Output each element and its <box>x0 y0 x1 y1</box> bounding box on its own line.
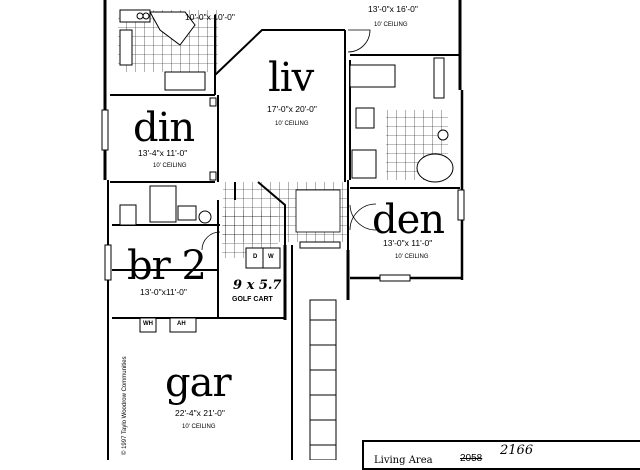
den-room-name: den <box>372 197 445 243</box>
dining-ceiling: 10' CEILING <box>153 163 187 169</box>
kitchen-dimensions: 10'-0"x 10'-0" <box>185 12 235 22</box>
floor-plan <box>101 0 465 460</box>
den-dimensions: 13'-0"x 11'-0" <box>383 238 433 248</box>
dryer-label: D <box>253 254 258 260</box>
living-room-name: liv <box>268 55 314 101</box>
dining-room-name: din <box>133 105 195 151</box>
living-ceiling: 10' CEILING <box>275 121 309 127</box>
dining-dimensions: 13'-4"x 11'-0" <box>138 148 188 158</box>
golf-cart-label: GOLF CART <box>232 296 273 303</box>
washer-label: W <box>268 254 274 260</box>
den-ceiling: 10' CEILING <box>395 254 429 260</box>
water-heater-label: WH <box>143 321 153 327</box>
living-dimensions: 17'-0"x 20'-0" <box>267 104 317 114</box>
garage-name: gar <box>165 360 232 406</box>
bedroom2-dimensions: 13'-0"x11'-0" <box>140 287 187 297</box>
master-dimensions: 13'-0"x 16'-0" <box>368 4 418 14</box>
living-area-old-value: 2058 <box>460 453 483 464</box>
living-area-new-value: 2166 <box>500 443 534 458</box>
master-ceiling: 10' CEILING <box>374 22 408 28</box>
garage-ceiling: 10' CEILING <box>182 424 216 430</box>
living-area-label: Living Area <box>374 455 433 466</box>
air-handler-label: AH <box>177 321 186 327</box>
bedroom2-name: br 2 <box>127 243 207 289</box>
copyright-notice: © 1997 Taylo Woodrow Communities <box>122 356 128 455</box>
garage-dimensions: 22'-4"x 21'-0" <box>175 408 225 418</box>
golf-cart-dimensions: 9 x 5.7 <box>233 278 282 293</box>
